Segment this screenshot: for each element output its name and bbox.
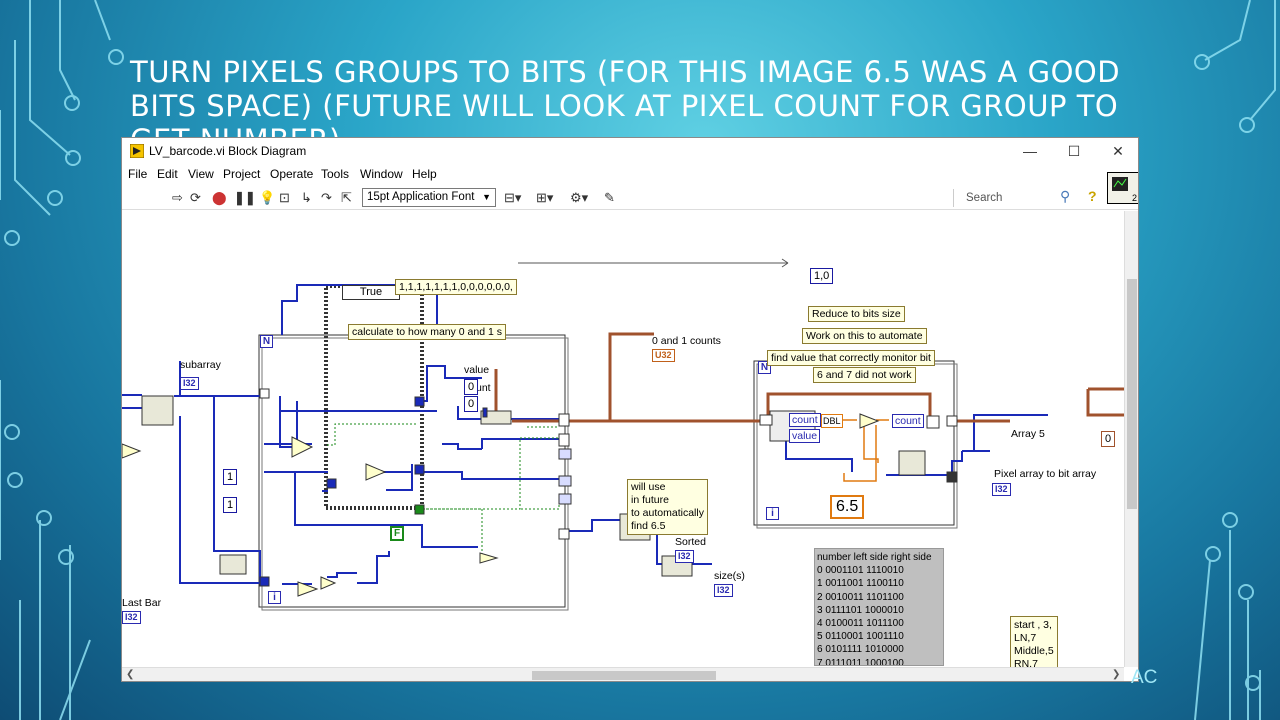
- false-constant[interactable]: F: [390, 526, 405, 541]
- footer-mark: AC: [1131, 667, 1158, 688]
- case-selector-value: True: [359, 286, 383, 298]
- pixel-array-terminal[interactable]: I32: [992, 483, 1011, 496]
- constant-zero-a[interactable]: 0: [464, 379, 479, 395]
- scroll-left-icon[interactable]: ❮: [126, 669, 135, 680]
- run-arrow-icon[interactable]: ⇨: [172, 190, 183, 205]
- reorder-icon[interactable]: ⚙▾: [570, 190, 589, 205]
- pixel-array-label: Pixel array to bit array: [994, 468, 1097, 480]
- result-constant-top[interactable]: 1,0: [810, 268, 834, 284]
- constant-one-a[interactable]: 1: [223, 469, 238, 485]
- close-button[interactable]: ✕: [1112, 143, 1124, 159]
- retain-wire-values-icon[interactable]: ⊡: [279, 190, 290, 205]
- menu-help[interactable]: Help: [412, 167, 437, 181]
- comment-future[interactable]: will use in future to automatically find…: [627, 479, 708, 535]
- comment-automate[interactable]: Work on this to automate: [802, 328, 927, 344]
- toolbar: ⇨ ⟳ ⬤ ❚❚ 💡 ⊡ ↳ ↷ ⇱ 15pt Application Font…: [122, 172, 1138, 210]
- window-title: LV_barcode.vi Block Diagram: [149, 144, 307, 158]
- table-row: 0 0001101 1110010: [817, 565, 904, 577]
- sizes-terminal[interactable]: I32: [714, 584, 733, 597]
- table-row: 5 0110001 1001110: [817, 631, 904, 643]
- counts-label: 0 and 1 counts: [652, 335, 721, 347]
- array5-indicator[interactable]: 0: [1101, 431, 1116, 447]
- table-row: 6 0101111 1010000: [817, 644, 904, 656]
- horizontal-scroll-thumb[interactable]: [532, 671, 716, 680]
- encoding-table: number left side right side 0 0001101 11…: [814, 548, 944, 666]
- count-unbundle-label[interactable]: count: [789, 413, 821, 427]
- inner-loop-i-terminal[interactable]: i: [766, 507, 779, 520]
- bits-space-constant[interactable]: 6.5: [830, 495, 865, 519]
- menu-window[interactable]: Window: [360, 167, 403, 181]
- string-constant-top[interactable]: 1,1,1,1,1,1,1,0,0,0,0,0,0,: [395, 279, 517, 295]
- menu-tools[interactable]: Tools: [321, 167, 350, 181]
- font-select[interactable]: 15pt Application Font▼: [362, 188, 496, 207]
- help-icon[interactable]: ?: [1088, 188, 1097, 204]
- menu-file[interactable]: File: [128, 167, 148, 181]
- value-unbundle-label[interactable]: value: [789, 429, 821, 443]
- sorted-label: Sorted: [675, 536, 706, 548]
- maximize-button[interactable]: ☐: [1067, 143, 1081, 159]
- subarray-terminal[interactable]: I32: [180, 377, 199, 390]
- horizontal-scrollbar[interactable]: ❮ ❯: [122, 667, 1124, 681]
- sorted-terminal[interactable]: I32: [675, 550, 694, 563]
- window-titlebar[interactable]: LV_barcode.vi Block Diagram — ☐ ✕: [122, 138, 1138, 164]
- for-loop-i-terminal[interactable]: i: [268, 591, 281, 604]
- step-out-icon[interactable]: ⇱: [341, 190, 352, 205]
- comment-find-value[interactable]: find value that correctly monitor bit: [767, 350, 935, 366]
- table-row: 2 0010011 1101100: [817, 591, 904, 603]
- for-loop-n-terminal[interactable]: N: [260, 335, 273, 348]
- vertical-scroll-thumb[interactable]: [1127, 279, 1137, 509]
- abort-icon[interactable]: ⬤: [212, 190, 227, 205]
- vi-icon[interactable]: 2: [1107, 172, 1138, 204]
- menu-bar: File Edit View Project Operate Tools Win…: [122, 164, 1138, 186]
- highlight-execution-icon[interactable]: 💡: [259, 190, 276, 205]
- table-row: 3 0111101 1000010: [817, 604, 904, 616]
- sizes-label: size(s): [714, 570, 745, 582]
- table-row: 1 0011001 1100110: [817, 578, 904, 590]
- comment-six-seven[interactable]: 6 and 7 did not work: [813, 367, 916, 383]
- counts-terminal[interactable]: U32: [652, 349, 675, 362]
- table-row: 4 0100011 1011100: [817, 618, 904, 630]
- menu-project[interactable]: Project: [223, 167, 261, 181]
- menu-view[interactable]: View: [188, 167, 214, 181]
- run-continuous-icon[interactable]: ⟳: [190, 190, 201, 205]
- constant-one-b[interactable]: 1: [223, 497, 238, 513]
- comment-reduce[interactable]: Reduce to bits size: [808, 306, 905, 322]
- menu-edit[interactable]: Edit: [157, 167, 178, 181]
- block-diagram-window[interactable]: LV_barcode.vi Block Diagram — ☐ ✕ File E…: [121, 137, 1139, 682]
- table-row: 7 0111011 1000100: [817, 657, 904, 666]
- vertical-scrollbar[interactable]: [1124, 211, 1138, 667]
- comment-calculate[interactable]: calculate to how many 0 and 1 s: [348, 324, 507, 340]
- last-bar-terminal[interactable]: I32: [122, 611, 141, 624]
- array5-label: Array 5: [1011, 428, 1045, 440]
- subarray-label: subarray: [180, 359, 221, 371]
- last-bar-label: Last Bar: [122, 597, 162, 609]
- distribute-icon[interactable]: ⊞▾: [536, 190, 554, 205]
- step-into-icon[interactable]: ↳: [301, 190, 312, 205]
- minimize-button[interactable]: —: [1023, 143, 1037, 159]
- step-over-icon[interactable]: ↷: [321, 190, 332, 205]
- side-note[interactable]: start , 3, LN,7 Middle,5 RN,7: [1010, 616, 1058, 667]
- constant-zero-b[interactable]: 0: [464, 396, 479, 412]
- search-input[interactable]: Search: [953, 189, 1087, 207]
- count-bundle-label[interactable]: count: [892, 414, 924, 428]
- case-selector[interactable]: True: [342, 285, 400, 300]
- cleanup-icon[interactable]: ✎: [604, 190, 615, 205]
- count-short-label: unt: [476, 382, 491, 394]
- table-header: number left side right side: [817, 552, 932, 563]
- align-icon[interactable]: ⊟▾: [504, 190, 522, 205]
- search-icon[interactable]: ⚲: [1060, 188, 1071, 204]
- block-diagram-canvas[interactable]: N i N i True 1,1,1,1,1,1,1,0,0,0,0,0,0, …: [122, 211, 1124, 667]
- menu-operate[interactable]: Operate: [270, 167, 314, 181]
- pause-icon[interactable]: ❚❚: [234, 190, 256, 205]
- to-dbl-node[interactable]: DBL: [821, 414, 843, 428]
- scroll-right-icon[interactable]: ❯: [1112, 669, 1121, 680]
- chevron-down-icon: ▼: [482, 192, 491, 202]
- labview-app-icon: [130, 144, 144, 158]
- vi-icon-graphic: 2: [1112, 177, 1137, 203]
- value-label: value: [464, 364, 490, 376]
- vi-connector-number: 2: [1132, 193, 1137, 203]
